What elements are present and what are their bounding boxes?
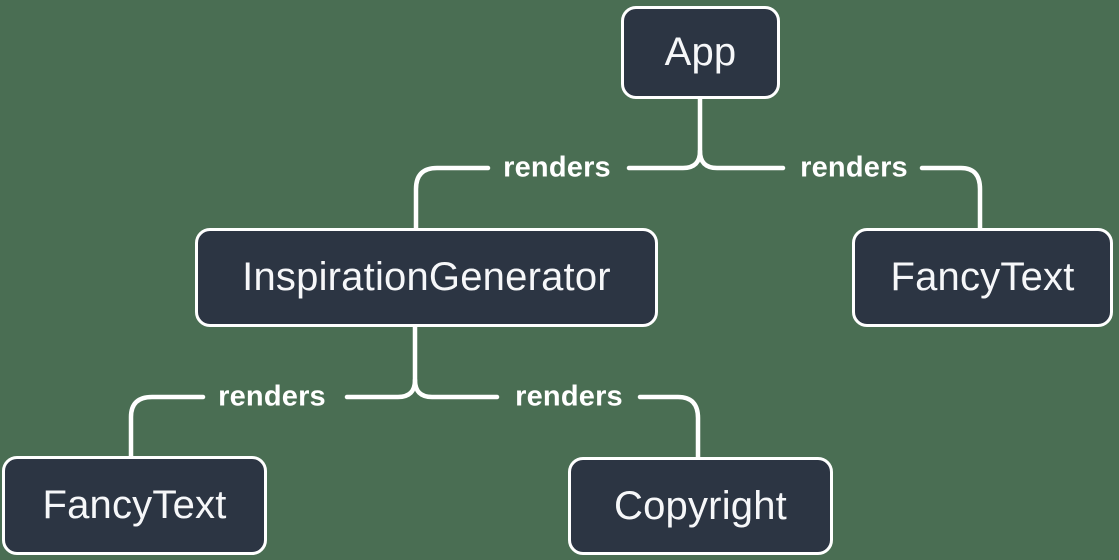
edge-inspirationgenerator-to-fancytext-line-start <box>344 324 418 400</box>
node-fancy-text-bottom: FancyText <box>2 456 267 555</box>
edge-app-to-inspirationgenerator-line-end <box>413 165 491 231</box>
node-label: FancyText <box>890 255 1075 299</box>
edge-inspirationgenerator-to-copyright-line-end <box>637 394 701 460</box>
node-inspiration-generator: InspirationGenerator <box>195 228 658 327</box>
node-label: FancyText <box>42 483 227 527</box>
edge-label-inspirationgenerator-fancytext: renders <box>218 380 326 413</box>
node-label: App <box>664 30 737 74</box>
node-label: InspirationGenerator <box>242 255 611 299</box>
edge-label-app-fancytext: renders <box>800 151 908 184</box>
edge-label-inspirationgenerator-copyright: renders <box>515 380 623 413</box>
edge-label-app-inspirationgenerator: renders <box>503 151 611 184</box>
edge-inspirationgenerator-to-copyright-line-start <box>412 377 500 400</box>
node-copyright: Copyright <box>568 457 833 555</box>
edge-app-to-inspirationgenerator-line-start <box>626 96 703 171</box>
node-label: Copyright <box>614 483 787 528</box>
node-app: App <box>621 6 780 99</box>
edge-app-to-fancytext-line-end <box>919 165 983 231</box>
node-fancy-text-top: FancyText <box>852 228 1113 327</box>
edge-inspirationgenerator-to-fancytext-line-end <box>128 394 206 459</box>
edge-app-to-fancytext-line-start <box>697 148 786 171</box>
